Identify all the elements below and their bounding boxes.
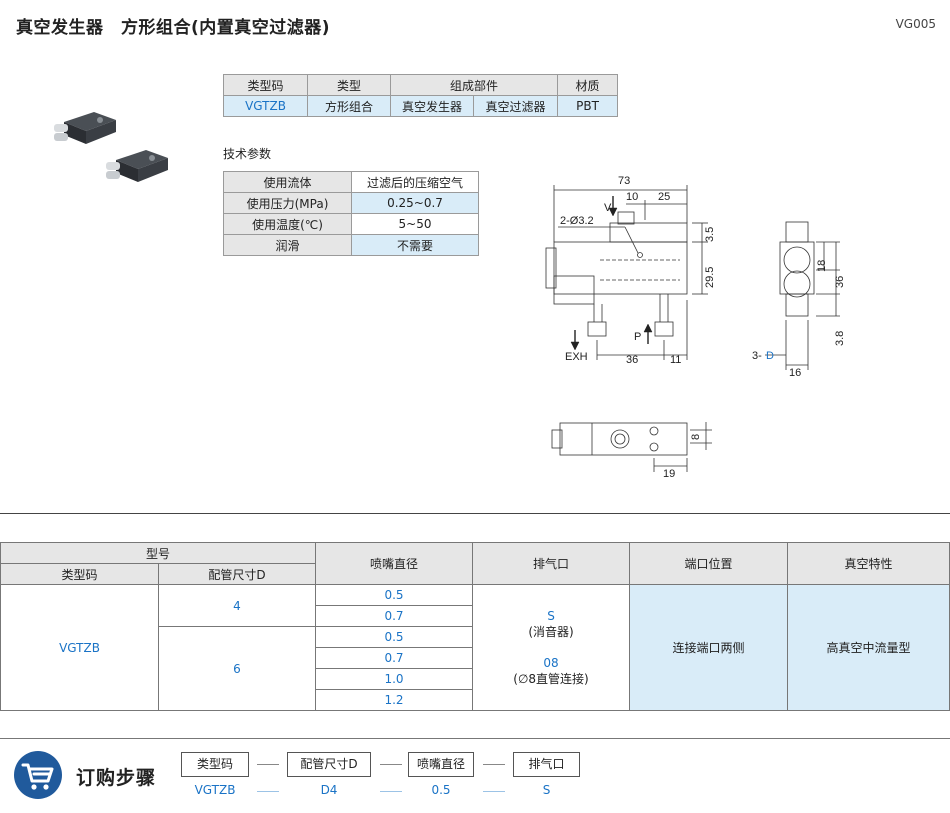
step-pipe: 配管尺寸D	[287, 752, 371, 777]
label-3: 3-	[752, 350, 762, 362]
vacuum-cell: 高真空中流量型	[787, 584, 950, 711]
port-cell: 连接端口两侧	[629, 584, 788, 711]
exhaust-cell: S (消音器) 08 (∅8直管连接)	[472, 584, 630, 711]
product-unit-2	[106, 150, 168, 182]
part-cell: 真空发生器	[390, 95, 474, 117]
product-unit-1	[54, 112, 116, 144]
dim-11: 11	[670, 354, 681, 366]
material-cell: PBT	[557, 95, 618, 117]
dim-8: 8	[690, 434, 702, 440]
label-v: V	[604, 202, 612, 214]
header-model: 型号	[0, 542, 316, 564]
page-code: VG005	[895, 17, 936, 31]
type-table-header: 类型	[307, 74, 391, 96]
type-table: 类型码 类型 组成部件 材质 VGTZB 方形组合 真空发生器 真空过滤器 PB…	[223, 74, 618, 117]
nozzle-cell: 1.0	[315, 668, 473, 690]
label-exh: EXH	[565, 351, 588, 363]
selection-table: 型号 喷嘴直径 排气口 端口位置 真空特性 类型码 配管尺寸D VGTZB 4 …	[0, 542, 950, 711]
type-code-cell: VGTZB	[223, 95, 308, 117]
type-table-header: 类型码	[223, 74, 308, 96]
dim-16: 16	[789, 367, 801, 379]
exhaust-s-note: (消音器)	[528, 624, 574, 639]
nozzle-cell: 1.2	[315, 689, 473, 711]
part-cell: 真空过滤器	[473, 95, 558, 117]
step-nozzle: 喷嘴直径	[408, 752, 474, 777]
product-image	[54, 112, 168, 182]
nozzle-cell: 0.5	[315, 584, 473, 606]
type-cell: 方形组合	[307, 95, 391, 117]
front-top-block	[609, 222, 688, 243]
header-port: 端口位置	[629, 542, 788, 585]
header-typecode: 类型码	[0, 563, 159, 585]
product-panel: 真空发生器 方形组合(内置真空过滤器) VG005 类型码 类型 组成部件 材质	[0, 17, 950, 514]
label-hole: 2-Ø3.2	[560, 215, 594, 227]
header-pipe: 配管尺寸D	[158, 563, 316, 585]
pipe-6-cell: 6	[158, 626, 316, 711]
label-p: P	[634, 331, 641, 343]
dim-36-side: 36	[834, 276, 846, 288]
step-value-exhaust: S	[542, 783, 551, 797]
tech-value: 不需要	[351, 234, 479, 256]
dim-10: 10	[626, 191, 638, 203]
header-nozzle: 喷嘴直径	[315, 542, 473, 585]
step-value-nozzle: 0.5	[431, 783, 451, 797]
typecode-cell: VGTZB	[0, 584, 159, 711]
tech-key: 使用压力(MPa)	[223, 192, 352, 214]
v-fitting	[617, 211, 635, 225]
front-body	[553, 241, 688, 295]
label-d: D	[766, 350, 774, 362]
dim-3-5: 3.5	[704, 227, 716, 242]
step-dash	[483, 791, 505, 792]
step-dash	[380, 764, 402, 765]
step-value-pipe: D4	[320, 783, 338, 797]
header-vacuum: 真空特性	[787, 542, 950, 585]
bottom-body	[559, 422, 688, 456]
step-dash	[257, 764, 279, 765]
tech-key: 使用流体	[223, 171, 352, 193]
step-value-typecode: VGTZB	[194, 783, 236, 797]
step-dash	[483, 764, 505, 765]
dim-29-5: 29.5	[704, 267, 716, 288]
exhaust-08: 08	[543, 655, 559, 670]
nozzle-cell: 0.5	[315, 626, 473, 648]
dim-18: 18	[816, 260, 828, 272]
technical-drawing: 73 10 25 V 2-Ø3.2 3.5 29.5 EXH P 36 11 1…	[545, 175, 846, 480]
side-body	[779, 241, 815, 295]
dim-73: 73	[618, 175, 630, 187]
order-title: 订购步骤	[76, 767, 157, 789]
tech-value: 过滤后的压缩空气	[351, 171, 479, 193]
exhaust-08-note: (∅8直管连接)	[513, 671, 589, 686]
tech-value: 5~50	[351, 213, 479, 235]
tech-key: 润滑	[223, 234, 352, 256]
exh-fitting	[587, 321, 607, 337]
order-steps: 订购步骤 类型码 配管尺寸D 喷嘴直径 排气口 VGTZB D4 0.5 S	[0, 738, 950, 813]
dim-36: 36	[626, 354, 638, 366]
tech-value: 0.25~0.7	[351, 192, 479, 214]
tech-key: 使用温度(℃)	[223, 213, 352, 235]
step-exhaust: 排气口	[513, 752, 580, 777]
nozzle-cell: 0.7	[315, 647, 473, 669]
tech-table: 使用流体过滤后的压缩空气 使用压力(MPa)0.25~0.7 使用温度(℃)5~…	[223, 171, 479, 256]
type-table-header: 组成部件	[390, 74, 558, 96]
p-fitting	[654, 321, 674, 337]
dim-3-8: 3.8	[834, 331, 846, 346]
type-table-header: 材质	[557, 74, 618, 96]
step-dash	[257, 791, 279, 792]
dim-19: 19	[663, 468, 675, 480]
dim-25: 25	[658, 191, 670, 203]
tech-title: 技术参数	[223, 147, 272, 161]
cart-icon	[14, 751, 62, 799]
step-typecode: 类型码	[181, 752, 249, 777]
page-title: 真空发生器 方形组合(内置真空过滤器)	[16, 18, 331, 38]
pipe-4-cell: 4	[158, 584, 316, 627]
header-exhaust: 排气口	[472, 542, 630, 585]
step-dash	[380, 791, 402, 792]
exhaust-s: S	[547, 608, 555, 623]
nozzle-cell: 0.7	[315, 605, 473, 627]
